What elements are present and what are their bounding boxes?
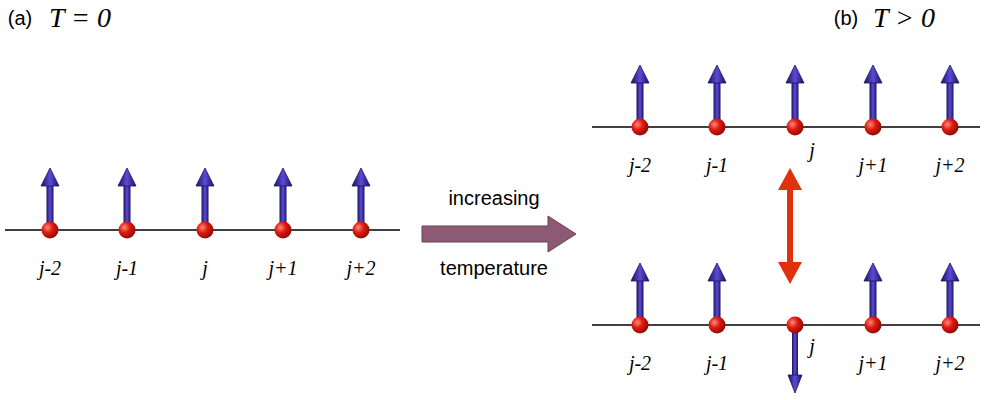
spin-head <box>788 375 802 393</box>
site-label: j+1 <box>268 258 297 278</box>
spin-head <box>864 263 882 281</box>
spin-head <box>941 65 959 83</box>
lattice-site <box>942 119 959 136</box>
site-label: j <box>809 336 815 356</box>
panel-letter: (b) <box>834 8 858 28</box>
site-label: j-1 <box>706 353 728 373</box>
lattice-site <box>787 119 804 136</box>
site-label: j+2 <box>935 353 964 373</box>
site-label: j+1 <box>858 353 887 373</box>
spin-head <box>631 263 649 281</box>
chain-line <box>592 324 980 326</box>
panel-condition: T > 0 <box>873 4 935 32</box>
site-label: j-1 <box>706 155 728 175</box>
spin-head <box>41 168 59 186</box>
site-label: j-2 <box>39 258 61 278</box>
lattice-site <box>632 119 649 136</box>
site-label: j-1 <box>116 258 138 278</box>
spins <box>41 65 959 393</box>
spin-head <box>274 168 292 186</box>
lattice-site <box>709 119 726 136</box>
lattice-site <box>709 317 726 334</box>
lattice-site <box>353 222 370 239</box>
arrow-caption: temperature <box>440 258 548 278</box>
spin-head <box>631 65 649 83</box>
site-label: j+2 <box>935 155 964 175</box>
lattice-site <box>42 222 59 239</box>
spin-head <box>118 168 136 186</box>
lattice-site <box>942 317 959 334</box>
temperature-arrow <box>422 216 576 252</box>
site-label: j+2 <box>346 258 375 278</box>
lattice-site <box>865 119 882 136</box>
lattice-site <box>275 222 292 239</box>
site-label: j-2 <box>629 155 651 175</box>
chain-line <box>592 126 980 128</box>
lattice-site <box>632 317 649 334</box>
spin-head <box>864 65 882 83</box>
spin-head <box>196 168 214 186</box>
site-label: j-2 <box>629 353 651 373</box>
lattice-site <box>787 317 804 334</box>
site-label: j+1 <box>858 155 887 175</box>
spin-head <box>941 263 959 281</box>
panel-condition: T = 0 <box>49 4 111 32</box>
lattice-site <box>865 317 882 334</box>
spin-head <box>708 65 726 83</box>
lattice-site <box>119 222 136 239</box>
chain-lines <box>5 127 980 325</box>
site-label: j <box>809 140 815 160</box>
flip-arrow <box>778 168 802 284</box>
lattice-site <box>197 222 214 239</box>
spin-head <box>352 168 370 186</box>
spin-head <box>786 65 804 83</box>
arrow-caption: increasing <box>448 188 539 208</box>
site-label: j <box>202 258 208 278</box>
spin-head <box>708 263 726 281</box>
panel-letter: (a) <box>8 8 32 28</box>
